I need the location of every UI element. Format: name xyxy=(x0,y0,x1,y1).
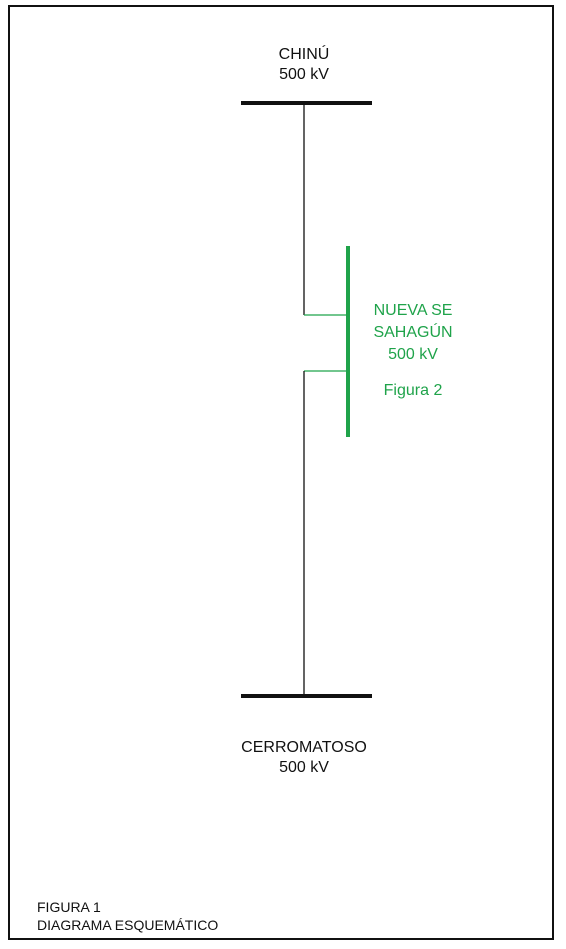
cerromatoso-label: CERROMATOSO 500 kV xyxy=(219,738,389,778)
cerromatoso-voltage: 500 kV xyxy=(279,759,329,776)
sahagun-name-line1: NUEVA SE xyxy=(373,302,453,319)
sahagun-name-line2: SAHAGÚN xyxy=(373,324,453,341)
sahagun-label: NUEVA SE SAHAGÚN 500 kV Figura 2 xyxy=(358,300,468,402)
figure-frame xyxy=(8,5,554,940)
figure-caption: FIGURA 1 DIAGRAMA ESQUEMÁTICO xyxy=(37,898,218,934)
chinu-name: CHINÚ xyxy=(278,46,330,63)
chinu-label: CHINÚ 500 kV xyxy=(244,45,364,85)
cerromatoso-name: CERROMATOSO xyxy=(241,739,367,756)
chinu-voltage: 500 kV xyxy=(279,66,329,83)
figure-number: FIGURA 1 xyxy=(37,899,101,915)
sahagun-figure-reference: Figura 2 xyxy=(383,382,443,399)
sahagun-voltage: 500 kV xyxy=(388,346,438,363)
figure-title: DIAGRAMA ESQUEMÁTICO xyxy=(37,917,219,933)
